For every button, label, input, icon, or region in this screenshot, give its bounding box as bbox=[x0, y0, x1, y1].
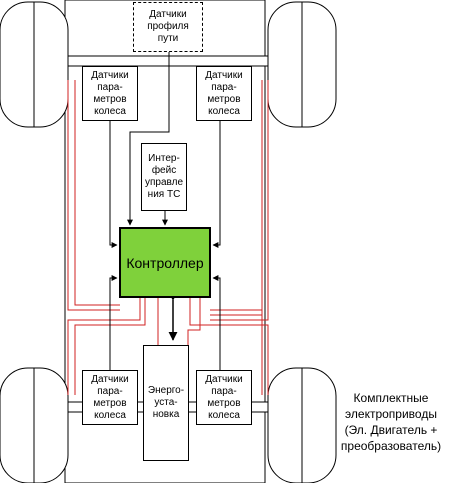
vehicle-interface-box: Интер- фейс управле ния ТС bbox=[141, 143, 187, 211]
chassis-frame bbox=[64, 0, 266, 483]
wheel-rear-left-icon bbox=[0, 367, 69, 483]
wheel-sensors-front-left-box: Датчики пара- метров колеса bbox=[82, 66, 138, 121]
electric-drives-caption: Комплектные электроприводы (Эл. Двигател… bbox=[340, 391, 442, 453]
wheel-rear-right-icon bbox=[267, 367, 337, 483]
wheel-sensors-rear-left-box: Датчики пара- метров колеса bbox=[82, 370, 138, 425]
signal-arrows bbox=[109, 52, 221, 370]
wheel-sensors-rear-right-box: Датчики пара- метров колеса bbox=[196, 370, 252, 425]
path-profile-sensors-box: Датчики профиля пути bbox=[133, 2, 203, 52]
controller-box: Контроллер bbox=[119, 227, 211, 298]
wheel-front-right-icon bbox=[267, 1, 337, 128]
power-unit-box: Энерго- уста- новка bbox=[143, 345, 189, 461]
wheel-front-left-icon bbox=[0, 1, 69, 128]
front-axle bbox=[29, 55, 299, 67]
signal-wires bbox=[67, 80, 269, 395]
wheel-sensors-front-right-box: Датчики пара- метров колеса bbox=[196, 66, 252, 121]
